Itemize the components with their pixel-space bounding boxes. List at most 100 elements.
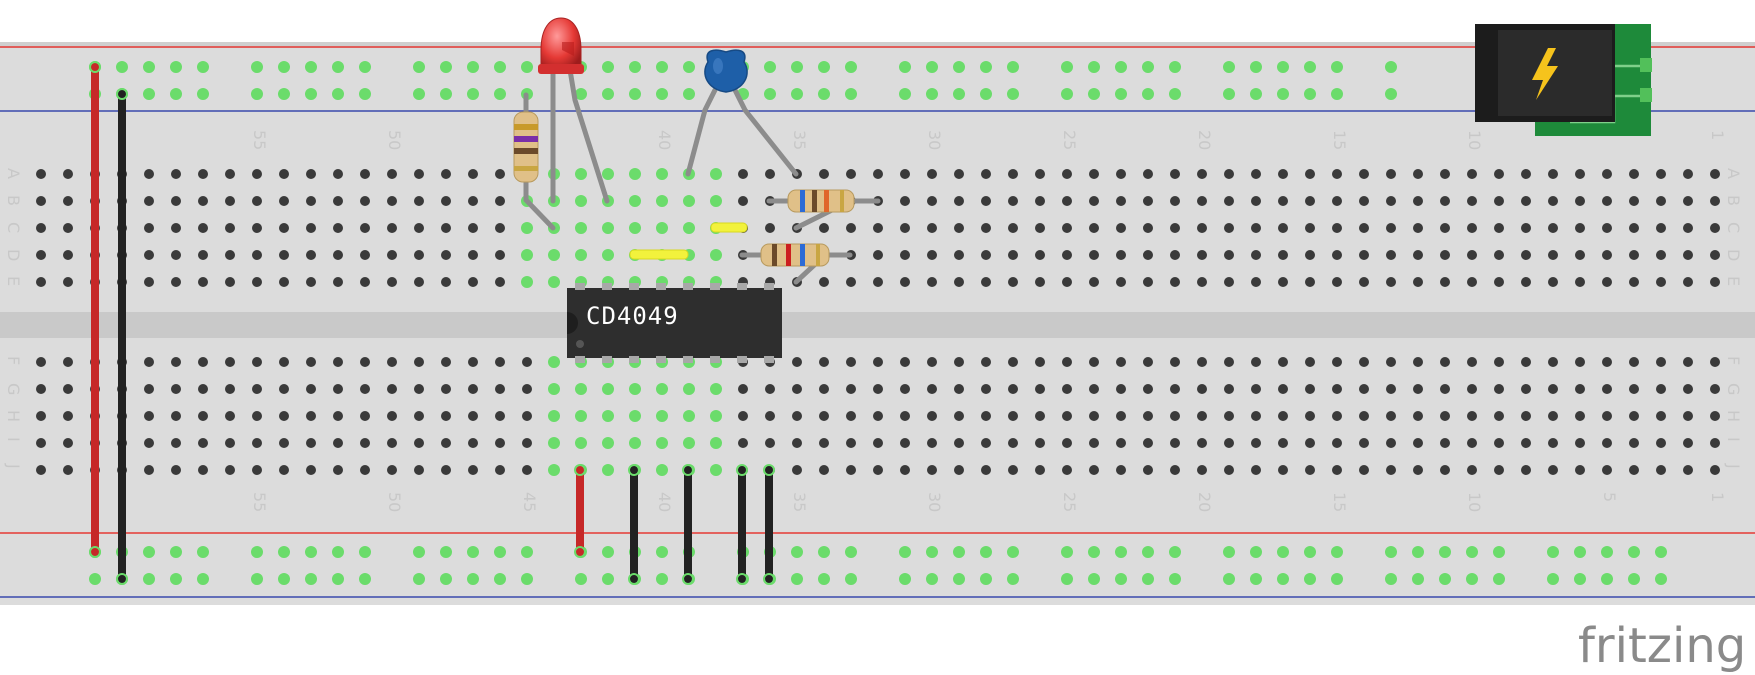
breadboard-hole[interactable] [1413,411,1423,421]
breadboard-hole[interactable] [792,411,802,421]
breadboard-hole[interactable] [575,195,587,207]
breadboard-hole[interactable] [629,410,641,422]
breadboard-hole[interactable] [333,438,343,448]
breadboard-hole[interactable] [279,357,289,367]
rail-hole[interactable] [1601,546,1613,558]
breadboard-hole[interactable] [1062,223,1072,233]
breadboard-hole[interactable] [954,411,964,421]
breadboard-hole[interactable] [1521,169,1531,179]
breadboard-hole[interactable] [144,277,154,287]
breadboard-hole[interactable] [656,464,668,476]
breadboard-hole[interactable] [629,437,641,449]
rail-hole[interactable] [1655,573,1667,585]
breadboard-hole[interactable] [1251,277,1261,287]
breadboard-hole[interactable] [63,250,73,260]
breadboard-hole[interactable] [1521,250,1531,260]
breadboard-hole[interactable] [819,411,829,421]
rail-hole[interactable] [1223,61,1235,73]
resistor-vertical[interactable] [513,111,539,183]
breadboard-hole[interactable] [521,276,533,288]
breadboard-hole[interactable] [36,223,46,233]
breadboard-hole[interactable] [575,222,587,234]
breadboard-hole[interactable] [198,196,208,206]
breadboard-hole[interactable] [36,357,46,367]
breadboard-hole[interactable] [1224,411,1234,421]
breadboard-hole[interactable] [360,411,370,421]
breadboard-hole[interactable] [279,169,289,179]
breadboard-hole[interactable] [1035,250,1045,260]
breadboard-hole[interactable] [1359,384,1369,394]
breadboard-hole[interactable] [981,196,991,206]
rail-hole[interactable] [1061,573,1073,585]
breadboard-hole[interactable] [1251,169,1261,179]
breadboard-hole[interactable] [171,357,181,367]
rail-hole[interactable] [440,573,452,585]
breadboard-hole[interactable] [36,169,46,179]
rail-hole[interactable] [413,573,425,585]
rail-hole[interactable] [332,573,344,585]
rail-hole[interactable] [521,573,533,585]
rail-hole[interactable] [953,546,965,558]
rail-hole[interactable] [1304,573,1316,585]
breadboard-hole[interactable] [1170,169,1180,179]
breadboard-hole[interactable] [63,465,73,475]
rail-hole[interactable] [251,573,263,585]
rail-hole[interactable] [278,88,290,100]
rail-hole[interactable] [278,61,290,73]
breadboard-hole[interactable] [1467,438,1477,448]
breadboard-hole[interactable] [225,438,235,448]
rail-hole[interactable] [521,546,533,558]
breadboard-hole[interactable] [1710,465,1720,475]
breadboard-hole[interactable] [1143,250,1153,260]
breadboard-hole[interactable] [1467,169,1477,179]
breadboard-hole[interactable] [252,411,262,421]
breadboard-hole[interactable] [1548,357,1558,367]
breadboard-hole[interactable] [1548,384,1558,394]
rail-hole[interactable] [251,546,263,558]
breadboard-hole[interactable] [602,222,614,234]
rail-hole[interactable] [980,61,992,73]
breadboard-hole[interactable] [602,168,614,180]
breadboard-hole[interactable] [468,169,478,179]
rail-hole[interactable] [1439,573,1451,585]
rail-hole[interactable] [818,573,830,585]
breadboard-hole[interactable] [279,223,289,233]
breadboard-hole[interactable] [306,384,316,394]
breadboard-hole[interactable] [495,169,505,179]
rail-hole[interactable] [197,546,209,558]
breadboard-hole[interactable] [1278,357,1288,367]
rail-hole[interactable] [953,573,965,585]
breadboard-hole[interactable] [683,383,695,395]
breadboard-hole[interactable] [279,384,289,394]
breadboard-hole[interactable] [144,384,154,394]
breadboard-hole[interactable] [819,465,829,475]
breadboard-hole[interactable] [1224,223,1234,233]
breadboard-hole[interactable] [656,168,668,180]
breadboard-hole[interactable] [1143,411,1153,421]
breadboard-hole[interactable] [1143,465,1153,475]
breadboard-hole[interactable] [927,411,937,421]
rail-hole[interactable] [1115,88,1127,100]
breadboard-hole[interactable] [387,277,397,287]
breadboard-hole[interactable] [144,357,154,367]
breadboard-hole[interactable] [819,169,829,179]
breadboard-hole[interactable] [1278,411,1288,421]
breadboard-hole[interactable] [710,383,722,395]
rail-hole[interactable] [359,546,371,558]
breadboard-hole[interactable] [1683,250,1693,260]
rail-hole[interactable] [899,546,911,558]
breadboard-hole[interactable] [522,384,532,394]
breadboard-hole[interactable] [414,411,424,421]
rail-hole[interactable] [926,546,938,558]
breadboard-hole[interactable] [1116,250,1126,260]
breadboard-hole[interactable] [710,410,722,422]
breadboard-hole[interactable] [1305,250,1315,260]
breadboard-hole[interactable] [710,168,722,180]
rail-hole[interactable] [1088,88,1100,100]
breadboard-hole[interactable] [414,277,424,287]
breadboard-hole[interactable] [1116,196,1126,206]
breadboard-hole[interactable] [522,465,532,475]
rail-hole[interactable] [656,573,668,585]
breadboard-hole[interactable] [1683,384,1693,394]
breadboard-hole[interactable] [1170,438,1180,448]
